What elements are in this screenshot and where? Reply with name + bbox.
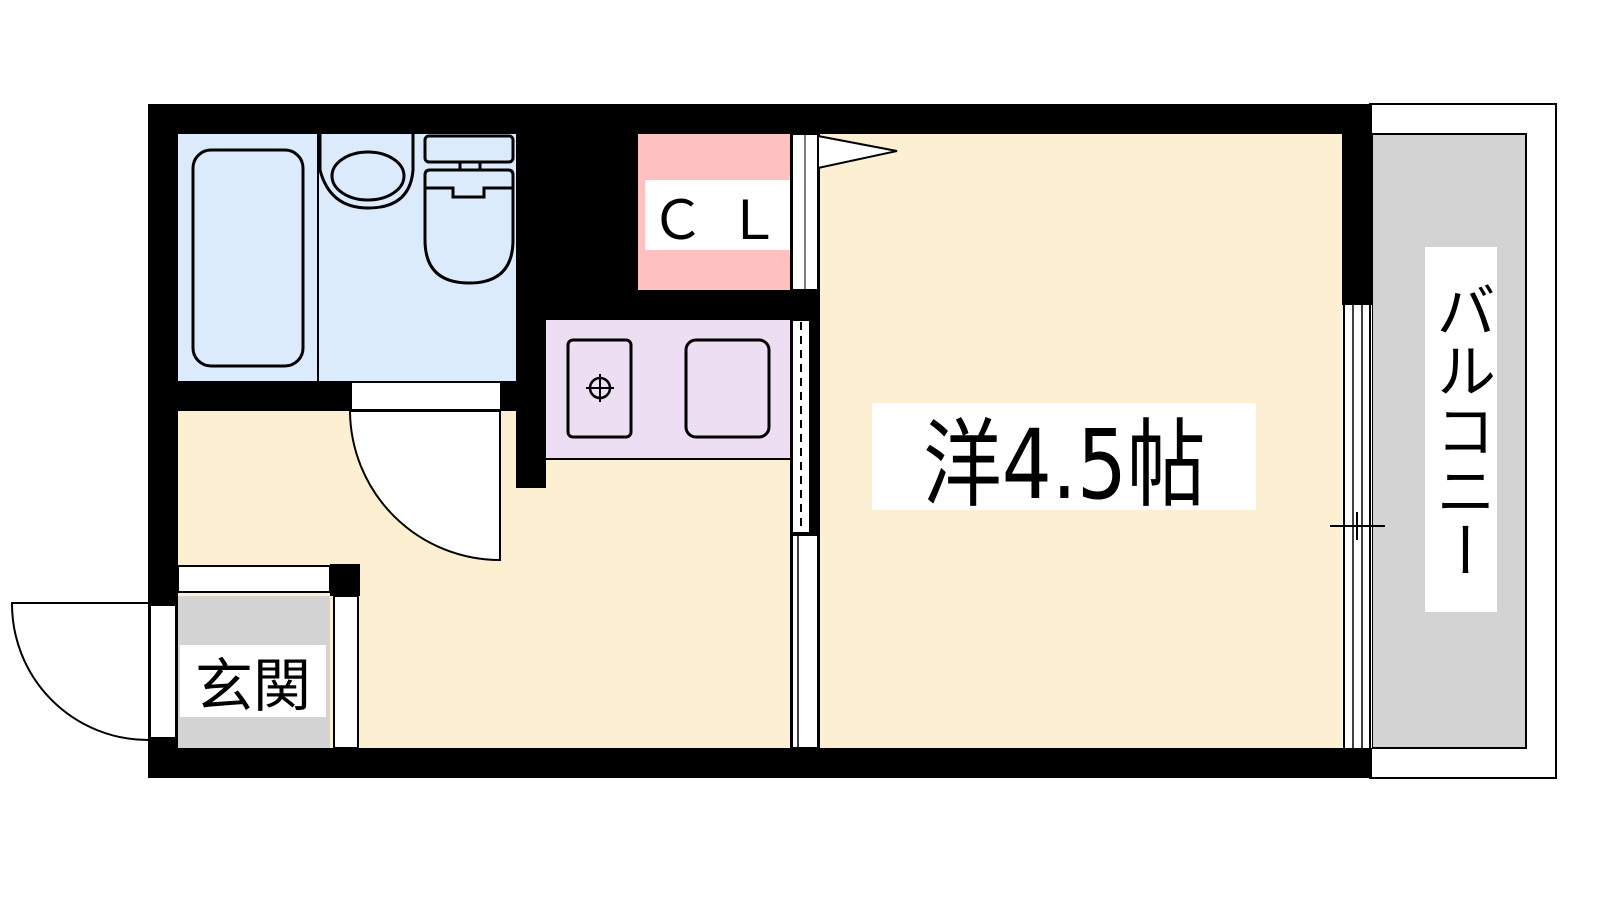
sink-basin-icon [684,338,771,439]
inner-pillar [516,411,546,488]
front-door [10,602,177,741]
bathroom [178,134,516,381]
bathroom-door [348,383,501,562]
bathtub-icon [191,148,305,368]
stove-icon [566,338,633,439]
room-partition-sliding-door [791,319,820,749]
closet-label: ＣＬ [645,180,790,252]
room-door-swing [817,134,898,170]
balcony [1369,103,1557,779]
balcony-window [1330,305,1385,748]
western-room-label: 洋4.5帖 [872,403,1256,521]
toilet-icon [423,134,515,285]
balcony-label: バルコニー [1425,247,1497,612]
kitchen [546,320,790,460]
sink-icon [318,134,415,210]
entrance-label: 玄関 [180,645,326,720]
closet-sliding-door [791,133,819,291]
western-room-label-text: 洋4.5帖 [922,409,1206,521]
